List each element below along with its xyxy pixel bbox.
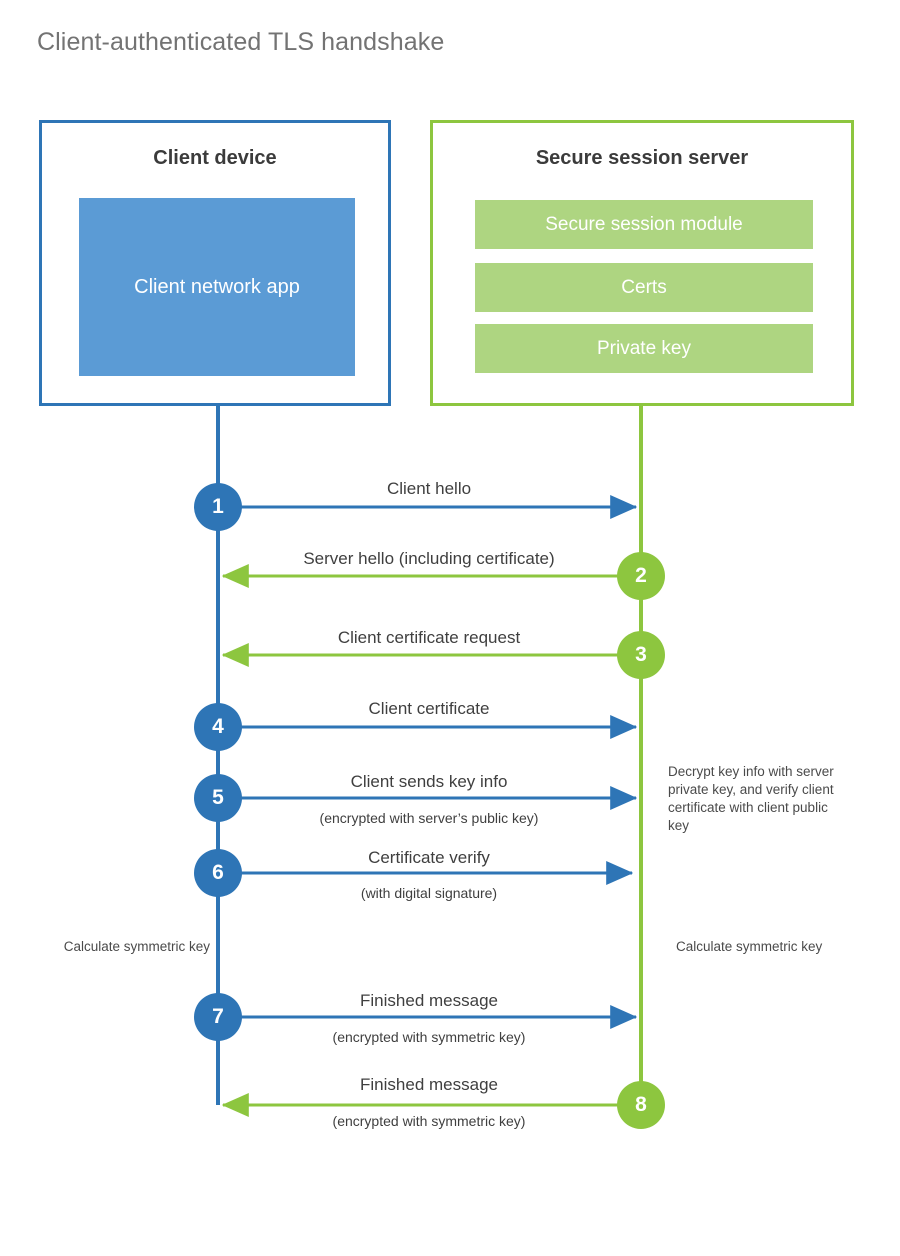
client-network-app-block: Client network app <box>79 198 355 376</box>
message-label-6: Certificate verify <box>368 848 490 867</box>
server-component-private-key: Private key <box>475 324 813 373</box>
step-circle-5[interactable]: 5 <box>194 774 242 822</box>
client-device-box: Client device Client network app <box>39 120 391 406</box>
step-circle-2[interactable]: 2 <box>617 552 665 600</box>
message-label-8: Finished message <box>360 1075 498 1094</box>
step-circle-4[interactable]: 4 <box>194 703 242 751</box>
step-circle-7[interactable]: 7 <box>194 993 242 1041</box>
message-sublabel-6: (with digital signature) <box>360 885 498 901</box>
secure-session-server-box: Secure session server Secure session mod… <box>430 120 854 406</box>
client-device-title: Client device <box>153 147 277 169</box>
server-calculate-symmetric-key-note: Calculate symmetric key <box>676 939 823 954</box>
server-decrypt-note: Decrypt key info with server private key… <box>668 764 834 833</box>
server-component-certs: Certs <box>475 263 813 312</box>
message-sublabel-8: (encrypted with symmetric key) <box>332 1113 526 1129</box>
secure-session-server-title: Secure session server <box>535 147 749 169</box>
message-label-1: Client hello <box>386 479 472 498</box>
client-calculate-symmetric-key-note: Calculate symmetric key <box>63 939 210 954</box>
message-label-4: Client certificate <box>368 699 490 718</box>
step-circle-3[interactable]: 3 <box>617 631 665 679</box>
step-circle-6[interactable]: 6 <box>194 849 242 897</box>
step-circle-8[interactable]: 8 <box>617 1081 665 1129</box>
step-circle-1[interactable]: 1 <box>194 483 242 531</box>
page-title: Client-authenticated TLS handshake <box>37 28 445 56</box>
message-label-3: Client certificate request <box>337 628 521 647</box>
message-label-5: Client sends key info <box>350 772 508 791</box>
message-sublabel-5: (encrypted with server’s public key) <box>319 810 539 826</box>
server-component-secure-session-module: Secure session module <box>475 200 813 249</box>
message-sublabel-7: (encrypted with symmetric key) <box>332 1029 526 1045</box>
message-label-2: Server hello (including certificate) <box>303 549 555 568</box>
message-label-7: Finished message <box>360 991 498 1010</box>
